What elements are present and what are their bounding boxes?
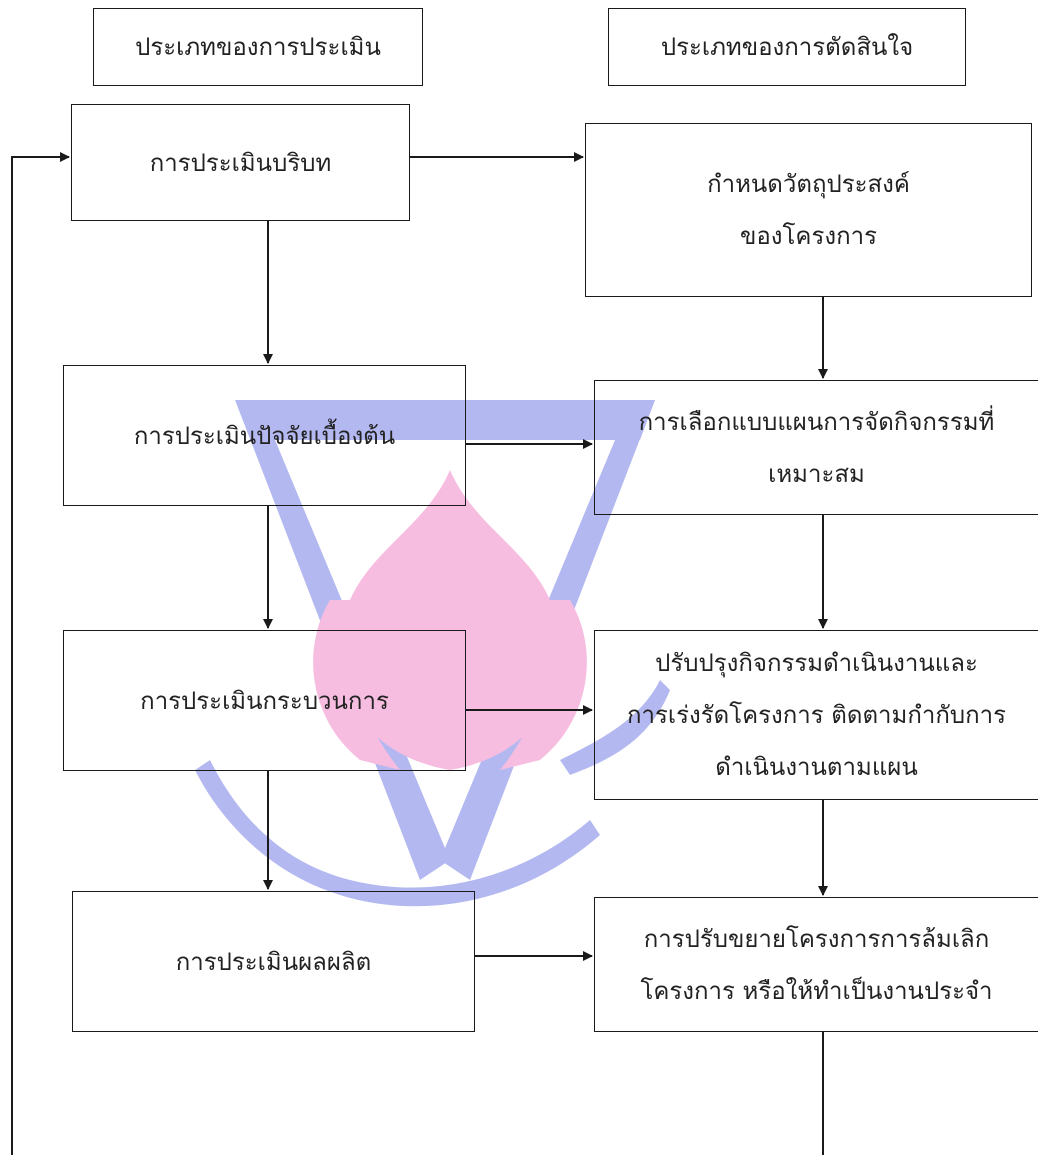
process-evaluation-label: การประเมินกระบวนการ (140, 686, 389, 715)
objectives-decision-label: กำหนดวัตถุประสงค์ ของโครงการ (707, 170, 910, 250)
product-evaluation-label: การประเมินผลผลิต (175, 947, 372, 976)
context-evaluation-box: การประเมินบริบท (71, 104, 410, 221)
watermark-lotus (313, 470, 587, 770)
objectives-decision-box: กำหนดวัตถุประสงค์ ของโครงการ (585, 123, 1032, 297)
input-evaluation-box: การประเมินปัจจัยเบื้องต้น (63, 365, 466, 506)
header-evaluation-types-label: ประเภทของการประเมิน (135, 33, 381, 61)
process-evaluation-box: การประเมินกระบวนการ (63, 630, 466, 771)
context-evaluation-label: การประเมินบริบท (149, 148, 332, 177)
design-decision-box: การเลือกแบบแผนการจัดกิจกรรมที่ เหมาะสม (594, 380, 1038, 515)
recycling-decision-label: การปรับขยายโครงการการล้มเลิก โครงการ หรื… (640, 924, 993, 1005)
header-evaluation-types: ประเภทของการประเมิน (93, 8, 423, 86)
header-decision-types-label: ประเภทของการตัดสินใจ (660, 33, 914, 61)
implementation-decision-box: ปรับปรุงกิจกรรมดำเนินงานและ การเร่งรัดโค… (594, 630, 1038, 800)
product-evaluation-box: การประเมินผลผลิต (72, 891, 475, 1032)
input-evaluation-label: การประเมินปัจจัยเบื้องต้น (133, 421, 396, 450)
watermark-lettering (195, 680, 670, 907)
design-decision-label: การเลือกแบบแผนการจัดกิจกรรมที่ เหมาะสม (638, 407, 995, 488)
implementation-decision-label: ปรับปรุงกิจกรรมดำเนินงานและ การเร่งรัดโค… (627, 649, 1006, 781)
recycling-decision-box: การปรับขยายโครงการการล้มเลิก โครงการ หรื… (594, 897, 1038, 1032)
header-decision-types: ประเภทของการตัดสินใจ (608, 8, 966, 86)
